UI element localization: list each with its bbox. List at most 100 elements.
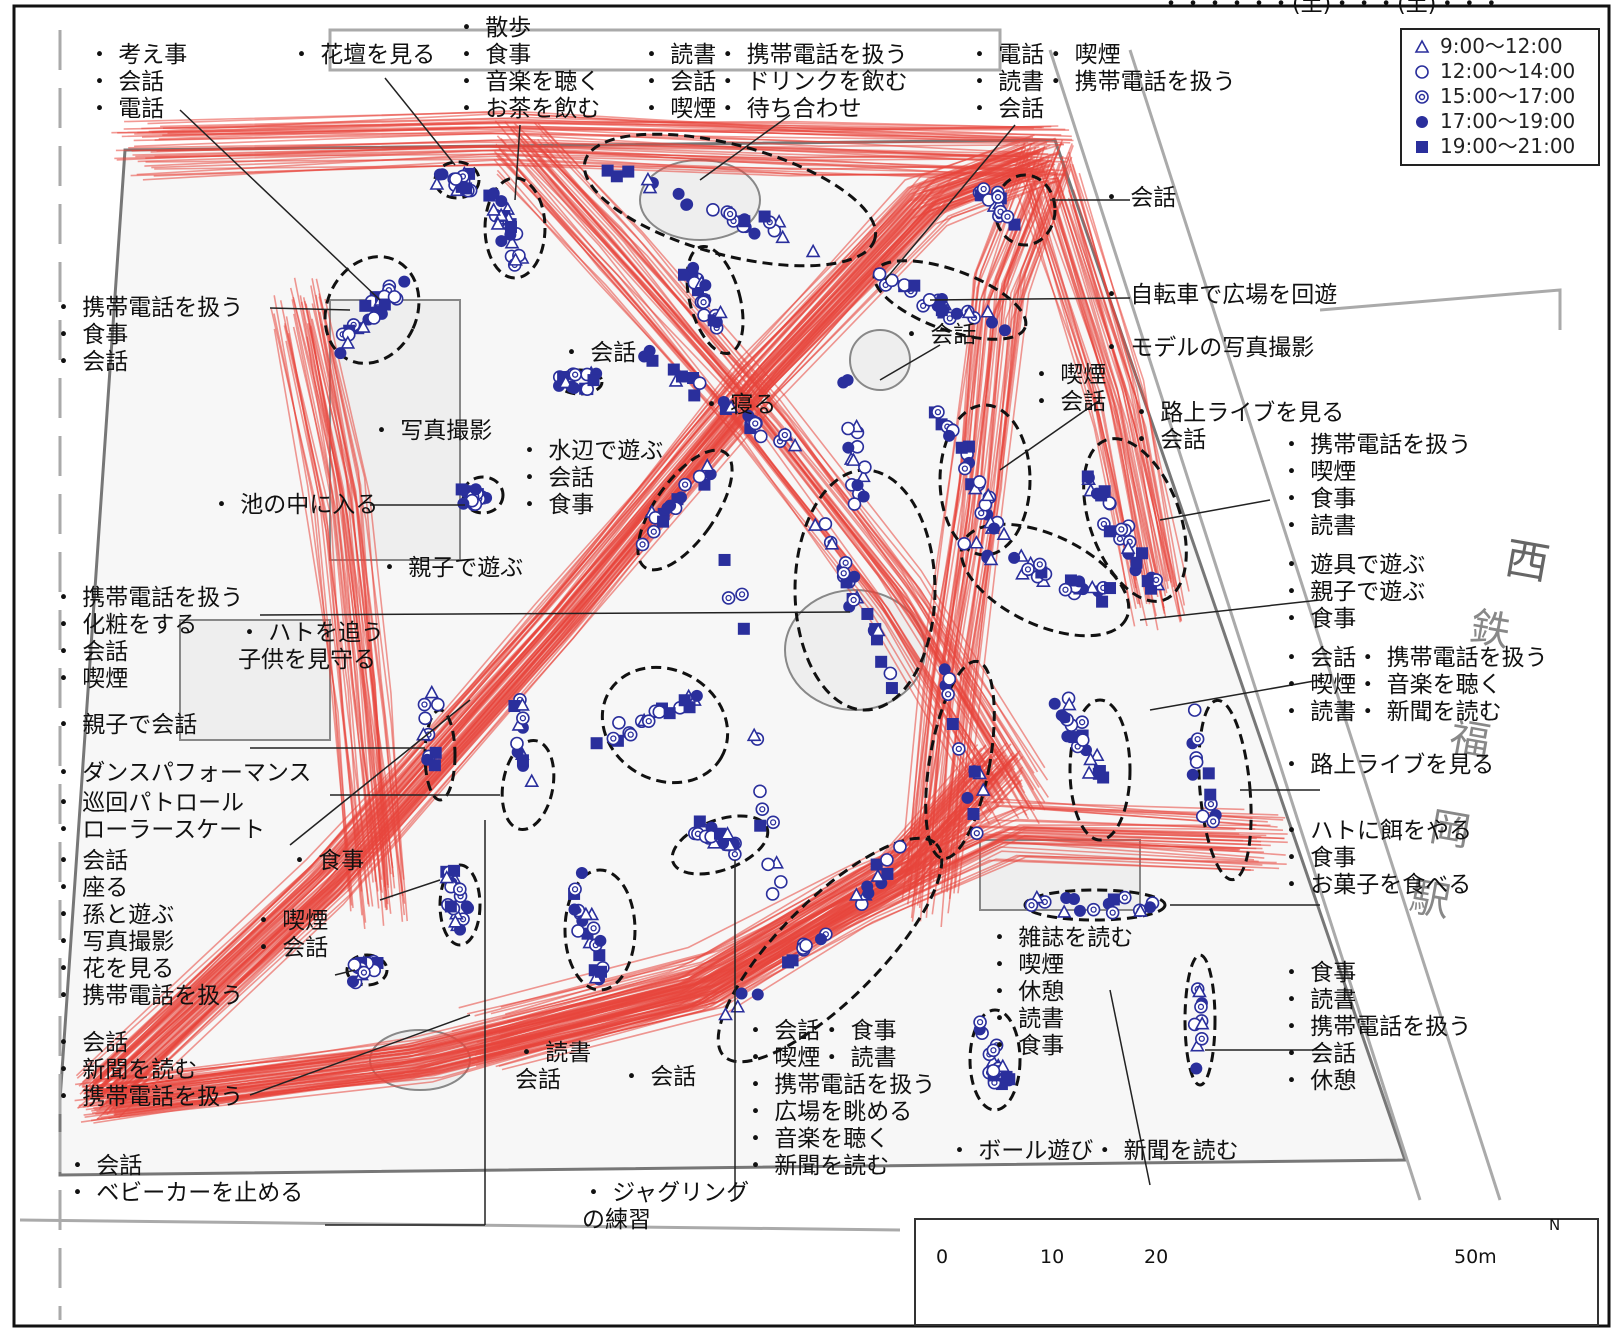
observation-marker [355, 319, 371, 333]
annotation-line: ・ 音楽を聴く [744, 1126, 890, 1152]
annotation-line: ・ 携帯電話を扱う [52, 1084, 244, 1110]
observation-marker [723, 207, 737, 221]
observation-marker [1084, 579, 1100, 594]
track-line [1078, 172, 1190, 592]
annotation-line: ・ 会話・ 食事 [744, 1018, 897, 1044]
observation-marker [721, 591, 736, 605]
track-line [913, 151, 1041, 891]
leader-lines [179, 77, 1330, 1226]
observation-marker [1143, 901, 1156, 914]
observation-marker [590, 737, 603, 750]
circle-double-icon [1415, 89, 1429, 104]
annotation-line: ・ 孫と遊ぶ [52, 902, 175, 928]
observation-marker [842, 441, 855, 454]
annotation-a19: ・ 親子で遊ぶ [378, 555, 523, 582]
observation-marker [952, 742, 966, 756]
track-line [466, 805, 1257, 1015]
observation-marker [460, 900, 473, 913]
observation-marker [1130, 556, 1143, 569]
annotation-line: ・ 喫煙・ 音楽を聴く [1280, 672, 1502, 698]
legend-label: 19:00〜21:00 [1440, 134, 1576, 158]
observation-marker [455, 483, 468, 496]
observation-marker [453, 882, 467, 897]
track-line [451, 825, 1236, 1032]
annotation-a1: ・ 考え事・ 会話・ 電話 [88, 42, 187, 123]
observation-marker [1095, 489, 1108, 502]
observation-marker [985, 316, 998, 329]
annotation-line: 子供を見守る [238, 647, 376, 673]
circle-open-icon [1415, 64, 1429, 79]
track-line [93, 150, 1039, 1093]
annotation-line: ・ 会話 [518, 465, 595, 491]
track-line [471, 858, 1251, 1064]
observation-marker [558, 374, 574, 389]
track-line [79, 164, 1025, 1095]
track-line [160, 116, 1072, 138]
observation-marker [1190, 1062, 1203, 1075]
track-line [99, 743, 994, 1089]
annotation-line: ・ 喫煙 [252, 908, 329, 934]
annotation-line: ・ 会話 [52, 1030, 129, 1056]
observation-marker [1136, 547, 1149, 560]
observation-marker [1058, 582, 1073, 597]
observation-marker [1202, 767, 1215, 780]
annotation-line: ・ 食事 [288, 848, 365, 874]
annotation-line: ・ 水辺で遊ぶ [518, 438, 664, 464]
triangle-open-icon [1414, 38, 1430, 53]
observation-marker [1075, 733, 1090, 747]
observation-marker [943, 429, 956, 442]
observation-marker [515, 697, 530, 711]
observation-marker [706, 202, 720, 217]
annotation-line: ・ 食事 [1280, 606, 1357, 632]
annotation-a9: ・ 携帯電話を扱う・ 食事・ 会話 [52, 295, 243, 376]
observation-marker [1194, 1031, 1209, 1046]
observation-marker [378, 298, 391, 311]
observation-marker [975, 782, 991, 796]
annotation-line: ・ 会話 [900, 322, 977, 348]
observation-marker [748, 227, 761, 240]
square-filled-icon [1416, 140, 1428, 153]
observation-marker [575, 866, 588, 879]
observation-marker [693, 815, 706, 828]
annotation-line: ・ 会話・ ドリンクを飲む [640, 69, 908, 95]
annotation-a3: ・ 散歩・ 食事・ 音楽を聴く・ お茶を飲む [455, 15, 600, 123]
observation-marker [1194, 1016, 1210, 1030]
track-line [137, 149, 1049, 172]
track-line [75, 743, 979, 1086]
observation-marker [824, 536, 840, 550]
annotation-line: ・ 電話 [88, 96, 165, 122]
track-line [535, 151, 1046, 811]
observation-marker [980, 304, 996, 318]
track-line [475, 850, 1263, 1067]
annotation-a27: ・ 巡回パトロール・ ローラースケート [52, 790, 265, 844]
track-line [154, 129, 1065, 148]
observation-marker [487, 187, 500, 200]
annotation-line: ・ 携帯電話を扱う [1280, 1014, 1472, 1040]
observation-marker [883, 666, 898, 681]
observation-marker [849, 887, 864, 901]
observation-marker [635, 537, 650, 552]
track-line [101, 159, 1036, 1100]
observation-marker [986, 1064, 1001, 1078]
annotation-line: ・ 会話 [620, 1064, 697, 1090]
track-line [318, 296, 396, 889]
observation-marker [1118, 890, 1132, 905]
annotation-line: ・ 会話 [1100, 185, 1177, 211]
observation-marker [510, 736, 524, 751]
observation-marker [861, 880, 874, 893]
annotation-a21: ・ 携帯電話を扱う・ 化粧をする・ 会話・ 喫煙 [52, 585, 243, 693]
observation-marker [818, 517, 833, 531]
observation-marker [1060, 892, 1073, 905]
annotation-line: ・ ローラースケート [52, 817, 266, 843]
annotation-a8: ・ モデルの写真撮影 [1100, 335, 1314, 362]
observation-marker [688, 389, 701, 402]
legend-item: 9:00〜12:00 [1410, 34, 1590, 59]
observation-marker [674, 491, 687, 504]
observation-marker [942, 672, 957, 686]
observation-marker [1120, 540, 1136, 554]
annotation-line: ・ 会話 [66, 1153, 143, 1179]
observation-marker [718, 553, 731, 566]
track-line [474, 798, 1253, 1017]
annotation-line: ・ 喫煙・ 読書 [744, 1045, 897, 1071]
annotation-line: ・ 読書 [1280, 513, 1357, 539]
